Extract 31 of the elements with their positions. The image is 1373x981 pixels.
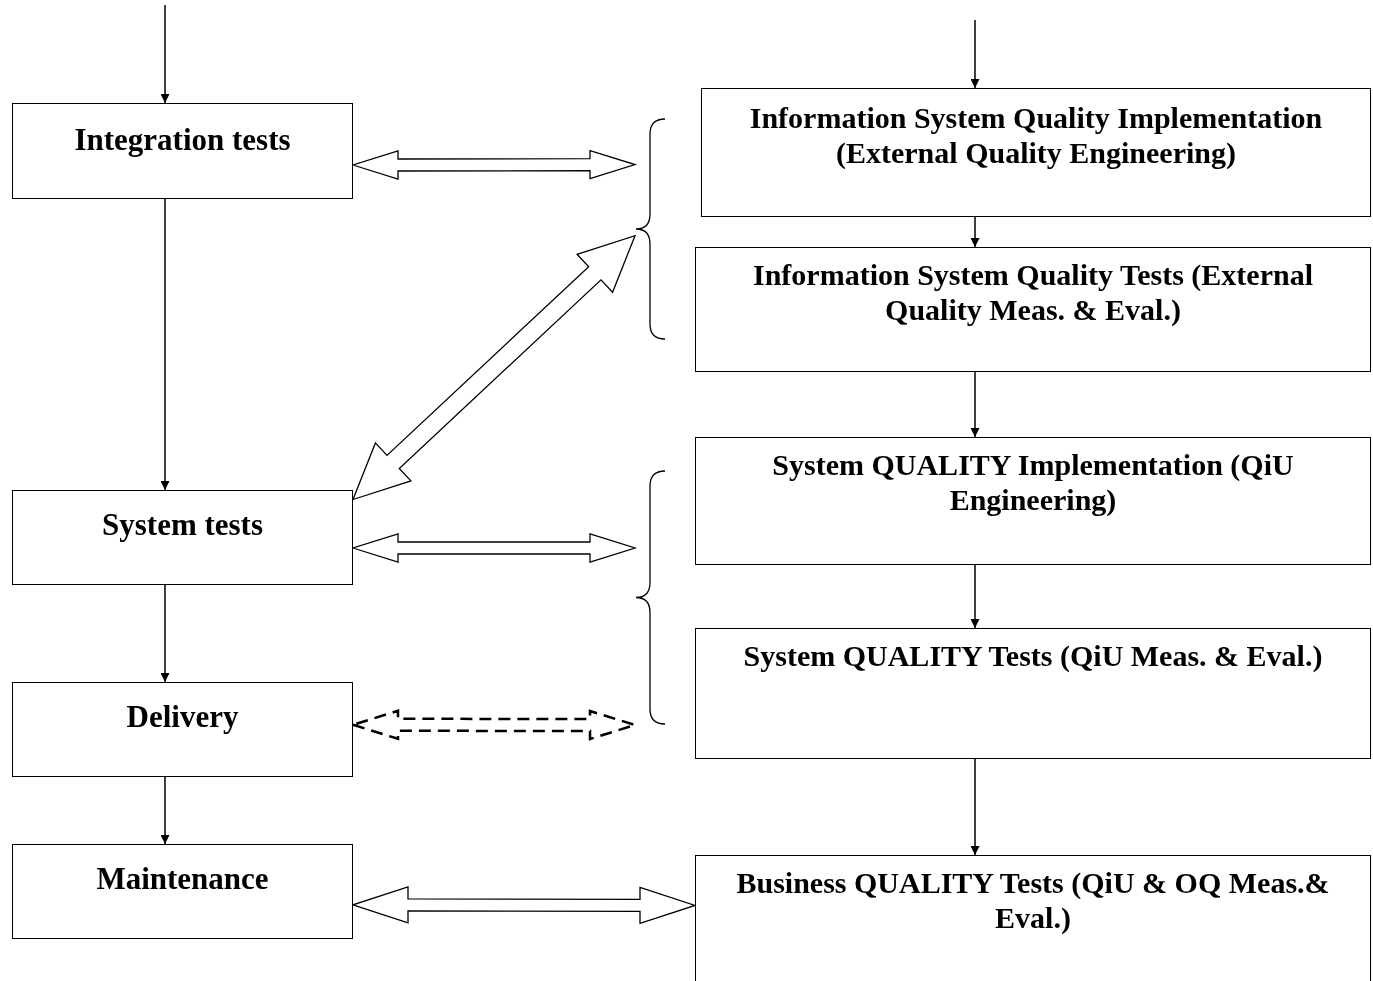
node-label: Information System Quality Tests (External Quality Meas. & Eval.) (752, 258, 1314, 327)
arrow (160, 198, 170, 491)
node-label: System QUALITY Tests (QiU Meas. & Eval.) (743, 639, 1323, 674)
arrow (160, 776, 170, 845)
process-box (695, 628, 1371, 759)
process-box (695, 855, 1371, 981)
process-box (12, 844, 353, 939)
double-block-arrow (351, 234, 637, 501)
node-label: Maintenance (96, 861, 269, 897)
double-block-arrow (350, 533, 638, 563)
node-label: Integration tests (74, 122, 291, 158)
arrow (970, 758, 980, 856)
process-box (701, 88, 1371, 217)
arrow (970, 216, 980, 248)
node-label: System QUALITY Implementation (QiU Engineering) (771, 448, 1295, 517)
arrow (160, 4, 170, 104)
arrow (160, 584, 170, 683)
process-box (12, 103, 353, 199)
arrow (970, 371, 980, 438)
double-block-arrow (350, 149, 638, 180)
process-box (695, 437, 1371, 565)
node-label: Delivery (126, 699, 239, 735)
process-box (695, 247, 1371, 372)
arrow (970, 19, 980, 89)
node-label: Business QUALITY Tests (QiU & OQ Meas.& Eval.) (735, 866, 1331, 935)
arrow (970, 564, 980, 629)
process-box (12, 490, 353, 585)
process-box (12, 682, 353, 777)
node-label: System tests (102, 507, 263, 543)
node-label: Information System Quality Implementation (External Quality Engineering) (748, 101, 1324, 170)
double-block-arrow (350, 886, 698, 925)
